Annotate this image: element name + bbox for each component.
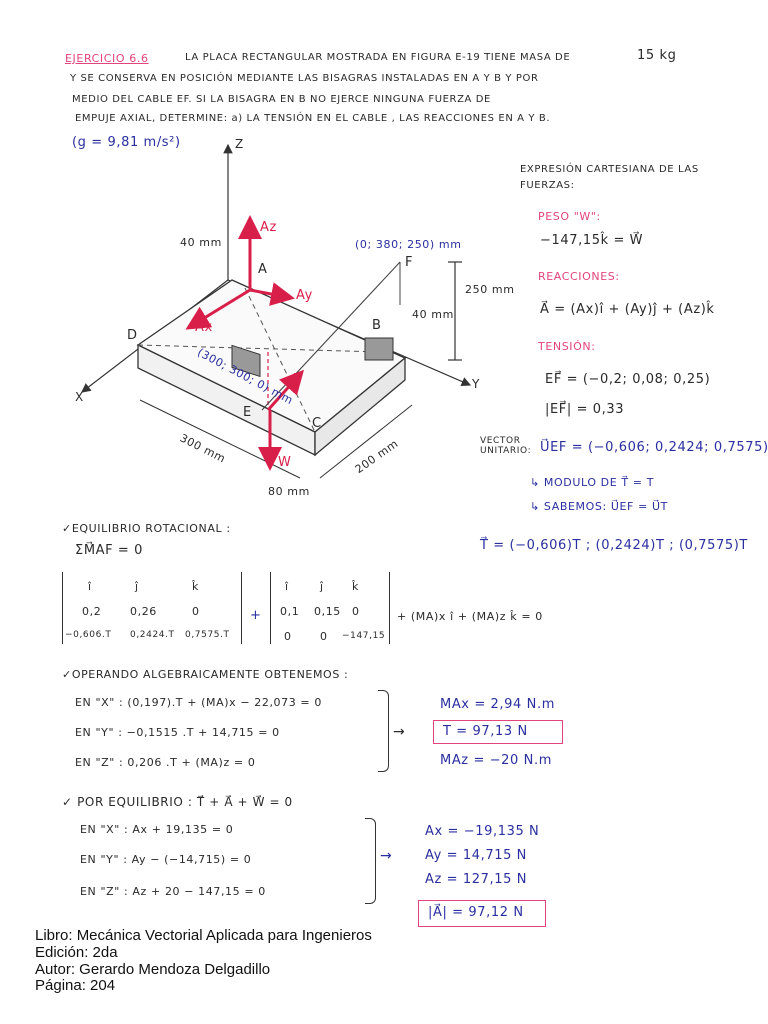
isometric-figure [81,143,472,479]
ef-magnitude: |EF⃗| = 0,33 [545,402,625,417]
det2-r2c1: 0,1 [280,605,300,618]
det1-k: k̂ [192,580,199,593]
algebra-eq-z: EN "Z" : 0,206 .T + (MA)z = 0 [75,756,256,769]
det2-r2c2: 0,15 [314,605,341,618]
det2-r3c1: 0 [284,630,292,643]
equilibrium-arrow: → [380,848,393,864]
footer-author: Autor: Gerardo Mendoza Delgadillo [35,961,271,978]
det2-j: ĵ [320,580,324,593]
point-a-label: A [258,262,268,277]
statement-mass: 15 kg [637,48,677,63]
footer-book: Libro: Mecánica Vectorial Aplicada para … [35,927,372,944]
result-ay: Ay = 14,715 N [425,848,528,863]
sabemos-note: ↳ SABEMOS: U⃗EF = U⃗T [530,500,668,513]
det1-r2c1: 0,2 [82,605,102,618]
y-axis-label: Y [472,377,480,391]
algebra-brace [378,690,389,772]
rotational-heading: ✓EQUILIBRIO ROTACIONAL : [62,522,231,535]
dashed-line-db [137,344,381,353]
det1-j: ĵ [135,580,139,593]
peso-expression: −147,15k̂ = W⃗ [540,233,644,248]
coord-f: (0; 380; 250) mm [355,238,462,251]
determinant-1 [62,572,242,644]
det2-r3c2: 0 [320,630,328,643]
peso-label: PESO "W": [538,210,601,223]
rotational-tail: + (MA)x î + (MA)z k̂ = 0 [397,610,543,623]
footer-edition: Edición: 2da [35,944,118,961]
dim-40-left: 40 mm [180,236,222,249]
result-maz: MAz = −20 N.m [440,753,552,768]
equilibrium-brace [365,818,376,904]
equilibrium-eq-z: EN "Z" : Az + 20 − 147,15 = 0 [80,885,266,898]
point-f-label: F [405,255,414,270]
footer-page: Página: 204 [35,977,116,994]
point-c-label: C [312,416,322,431]
force-ax-label: Ax [195,320,213,335]
force-ax-arrow [185,288,251,330]
result-t-box [433,720,563,744]
det1-r2c2: 0,26 [130,605,157,618]
gravity-note: (g = 9,81 m/s²) [72,135,181,150]
force-w-label: W [278,455,292,470]
force-t-label: T [294,372,303,387]
force-t-arrow [266,369,305,412]
equilibrium-eq-x: EN "X" : Ax + 19,135 = 0 [80,823,234,836]
algebra-heading: ✓OPERANDO ALGEBRAICAMENTE OBTENEMOS : [62,668,349,681]
hinge-a [231,344,261,378]
dim-250: 250 mm [465,283,515,296]
dim-80: 80 mm [268,485,310,498]
det1-r2c3: 0 [192,605,200,618]
exercise-title: EJERCICIO 6.6 [65,52,149,65]
dim-200-line [319,404,413,479]
modulo-note: ↳ MODULO DE T⃗ = T [530,476,655,489]
force-az-label: Az [260,220,277,235]
point-e-label: E [243,405,252,420]
det1-r3c2: 0,2424.T [130,630,175,640]
unit-vector-label: VECTOR UNITARIO: [480,436,532,456]
equilibrium-heading: ✓ POR EQUILIBRIO : T⃗ + A⃗ + W⃗ = 0 [62,795,293,809]
statement-line-4: EMPUJE AXIAL, DETERMINE: a) LA TENSIÓN E… [75,113,551,124]
point-b-label: B [372,318,382,333]
result-a: |A⃗| = 97,12 N [428,905,524,920]
det2-k: k̂ [352,580,359,593]
det1-i: î [88,580,92,593]
z-axis-label: Z [235,137,244,151]
det2-r2c3: 0 [352,605,360,618]
result-t: T = 97,13 N [443,724,528,739]
result-max: MAx = 2,94 N.m [440,697,555,712]
cartesian-heading: EXPRESIÓN CARTESIANA DE LAS FUERZAS: [520,164,699,191]
dim-40-right: 40 mm [412,308,454,321]
det1-r3c1: −0,606.T [65,630,112,640]
x-axis-label: X [75,390,84,404]
result-ax: Ax = −19,135 N [425,824,540,839]
statement-line-2: Y SE CONSERVA EN POSICIÓN MEDIANTE LAS B… [70,73,539,84]
statement-line-1: LA PLACA RECTANGULAR MOSTRADA EN FIGURA … [185,52,571,63]
determinant-plus: + [250,608,262,623]
statement-line-3: MEDIO DEL CABLE EF. SI LA BISAGRA EN B N… [72,94,491,105]
force-ay-label: Ay [296,288,313,303]
rotational-sum: ΣM⃗AF = 0 [75,543,144,558]
force-ay-arrow [249,282,295,306]
det2-r3c3: −147,15 [342,631,386,641]
plate-side-face [314,356,406,457]
unit-vector-expression: U⃗EF = (−0,606; 0,2424; 0,7575) [540,440,768,455]
equilibrium-eq-y: EN "Y" : Ay − (−14,715) = 0 [80,853,252,866]
reacciones-expression: A⃗ = (Ax)î + (Ay)ĵ + (Az)k̂ [540,302,715,317]
hinge-b [364,337,394,361]
reacciones-label: REACCIONES: [538,270,620,283]
algebra-eq-x: EN "X" : (0,197).T + (MA)x − 22,073 = 0 [75,696,322,709]
algebra-eq-y: EN "Y" : −0,1515 .T + 14,715 = 0 [75,726,280,739]
point-d-label: D [127,328,138,343]
result-a-box [418,900,546,927]
det2-i: î [285,580,289,593]
t-vector-expression: T⃗ = (−0,606)T ; (0,2424)T ; (0,7575)T [480,538,748,553]
result-az: Az = 127,15 N [425,872,528,887]
ef-expression: EF⃗ = (−0,2; 0,08; 0,25) [545,372,711,387]
algebra-arrow: → [393,724,406,740]
tension-label: TENSIÓN: [538,340,596,353]
determinant-2 [270,572,390,644]
det1-r3c3: 0,7575.T [185,630,230,640]
